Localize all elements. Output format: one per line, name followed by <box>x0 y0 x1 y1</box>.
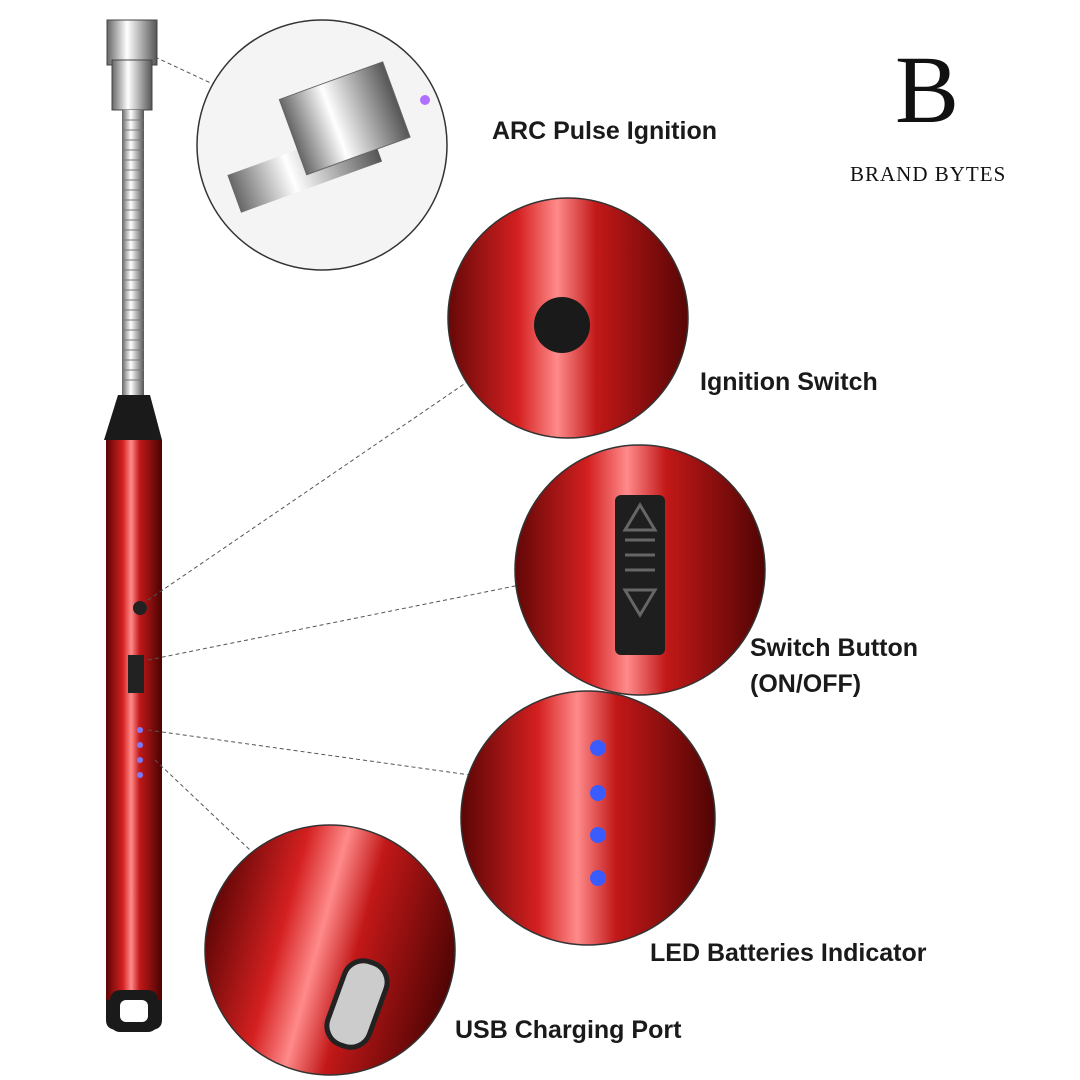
label-ignition-switch: Ignition Switch <box>700 368 878 396</box>
detail-switch-button <box>515 445 765 695</box>
label-switch-button: Switch Button <box>750 634 919 662</box>
brand-logo-mark: B <box>895 36 960 143</box>
label-led-batteries-indicator: LED Batteries Indicator <box>650 939 927 967</box>
detail-ignition-switch <box>448 198 688 438</box>
label-arc-pulse-ignition: ARC Pulse Ignition <box>492 117 717 145</box>
detail-arc-ignition <box>197 20 447 270</box>
label-switch-button-onoff: (ON/OFF) <box>750 670 862 698</box>
detail-led-indicator <box>461 691 715 945</box>
lighter <box>104 19 162 1032</box>
detail-usb-port <box>205 825 455 1075</box>
label-usb-charging-port: USB Charging Port <box>455 1016 682 1044</box>
brand-name: BRAND BYTES <box>850 162 1007 186</box>
